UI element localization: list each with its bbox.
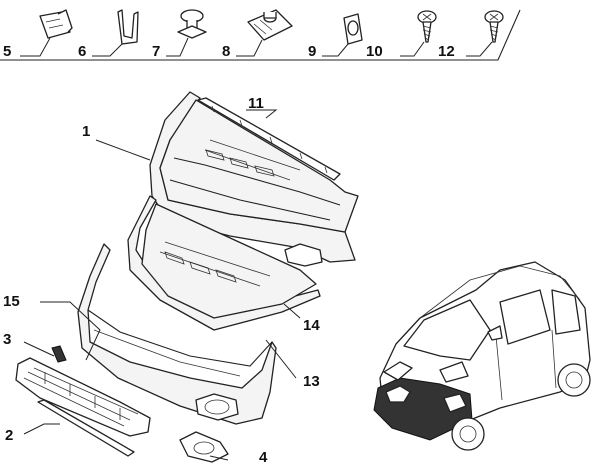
part-2-trim-strip <box>37 399 135 457</box>
part-14-grille-panel <box>127 195 321 331</box>
callout-14: 14 <box>303 317 320 334</box>
callout-13: 13 <box>303 373 320 390</box>
part-3-skid-tray <box>15 345 151 437</box>
fastener-strip-border <box>0 9 521 61</box>
callout-12: 12 <box>438 43 455 60</box>
vehicle-illustration <box>373 261 591 451</box>
part-13-bumper-cover <box>77 243 277 425</box>
callout-1: 1 <box>82 123 90 140</box>
part-4-fog-bezel <box>179 431 229 463</box>
callout-6: 6 <box>78 43 86 60</box>
callout-8: 8 <box>222 43 230 60</box>
part-1-bumper-shell <box>149 91 359 267</box>
fastener-strip <box>0 9 521 61</box>
part-7-push-pin <box>166 9 207 57</box>
callout-7: 7 <box>152 43 160 60</box>
callout-5: 5 <box>3 43 11 60</box>
part-11-reinforcement <box>197 97 341 181</box>
part-12-screw <box>466 10 504 57</box>
part-9-retainer <box>322 13 363 57</box>
callout-4: 4 <box>259 449 268 466</box>
callout-10: 10 <box>366 43 383 60</box>
part-5-clip <box>20 9 73 57</box>
callout-9: 9 <box>308 43 316 60</box>
callout-15: 15 <box>3 293 20 310</box>
callout-labels: 5 6 7 8 9 10 12 11 1 15 3 14 13 2 4 <box>3 43 455 466</box>
callout-11: 11 <box>248 95 264 112</box>
callout-3: 3 <box>3 331 11 348</box>
callout-2: 2 <box>5 427 13 444</box>
part-8-nut-clip <box>236 9 293 57</box>
part-6-u-clip <box>92 9 139 57</box>
leader-lines <box>23 109 301 461</box>
part-10-screw <box>400 10 437 57</box>
